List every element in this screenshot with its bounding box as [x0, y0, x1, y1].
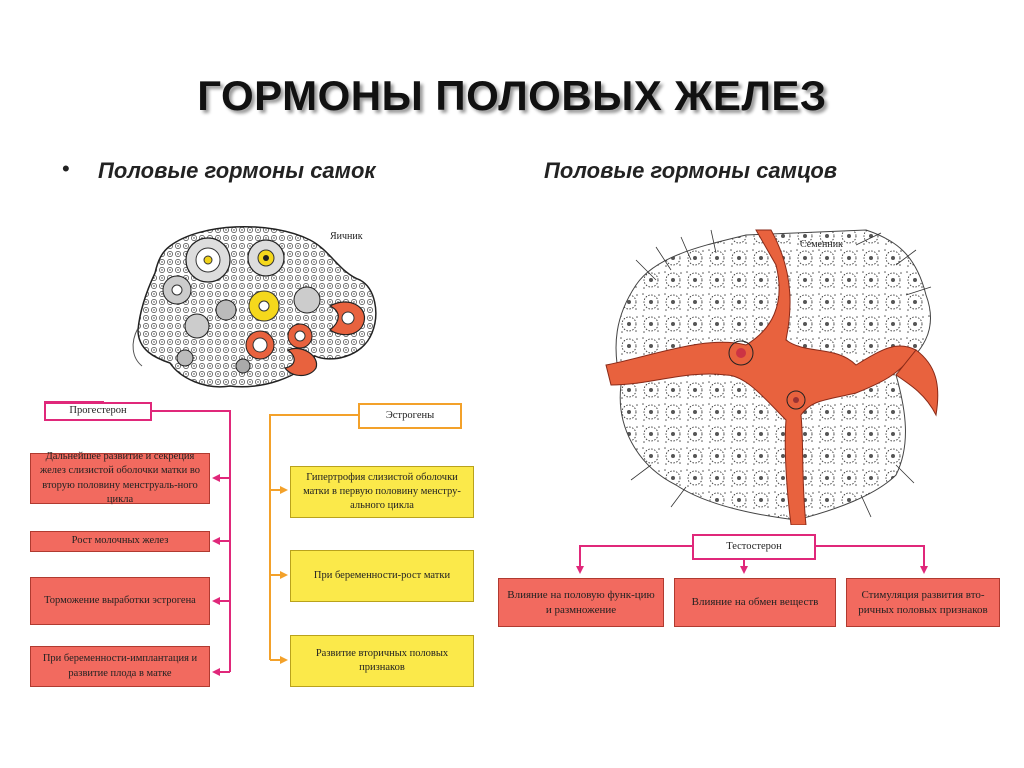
progesterone-header: Прогестерон	[44, 402, 152, 421]
testis-label: Семенник	[800, 239, 843, 250]
subtitle-male: Половые гормоны самцов	[544, 158, 838, 183]
estrogens-header: Эстрогены	[358, 403, 462, 429]
bullet-marker: •	[62, 156, 70, 181]
testosterone-header: Тестостерон	[692, 534, 816, 560]
ovary-illustration-icon	[30, 218, 480, 393]
estrogen-effect-3: Развитие вторичных половых признаков	[290, 635, 474, 687]
progesterone-effect-2: Рост молочных желез	[30, 531, 210, 552]
progesterone-effect-1: Дальнейшее развитие и секреция желез сли…	[30, 451, 210, 505]
progesterone-effect-3: Торможение выработки эстрогена	[30, 577, 210, 625]
ovary-label: Яичник	[330, 231, 363, 242]
testosterone-effect-3: Стимуляция развития вто-ричных половых п…	[846, 578, 1000, 627]
progesterone-effect-4: При беременности-имплантация и развитие …	[30, 646, 210, 687]
estrogen-effect-2: При беременности-рост матки	[290, 550, 474, 602]
subtitle-female: Половые гормоны самок	[98, 158, 376, 183]
male-connector-lines	[576, 545, 928, 574]
testosterone-effect-2: Влияние на обмен веществ	[674, 578, 836, 627]
testosterone-effect-1: Влияние на половую функ-цию и размножени…	[498, 578, 664, 627]
estrogen-effect-1: Гипертрофия слизистой оболочки матки в п…	[290, 466, 474, 518]
testis-illustration-icon	[596, 225, 1016, 526]
slide-title: ГОРМОНЫ ПОЛОВЫХ ЖЕЛЕЗ	[197, 72, 827, 119]
